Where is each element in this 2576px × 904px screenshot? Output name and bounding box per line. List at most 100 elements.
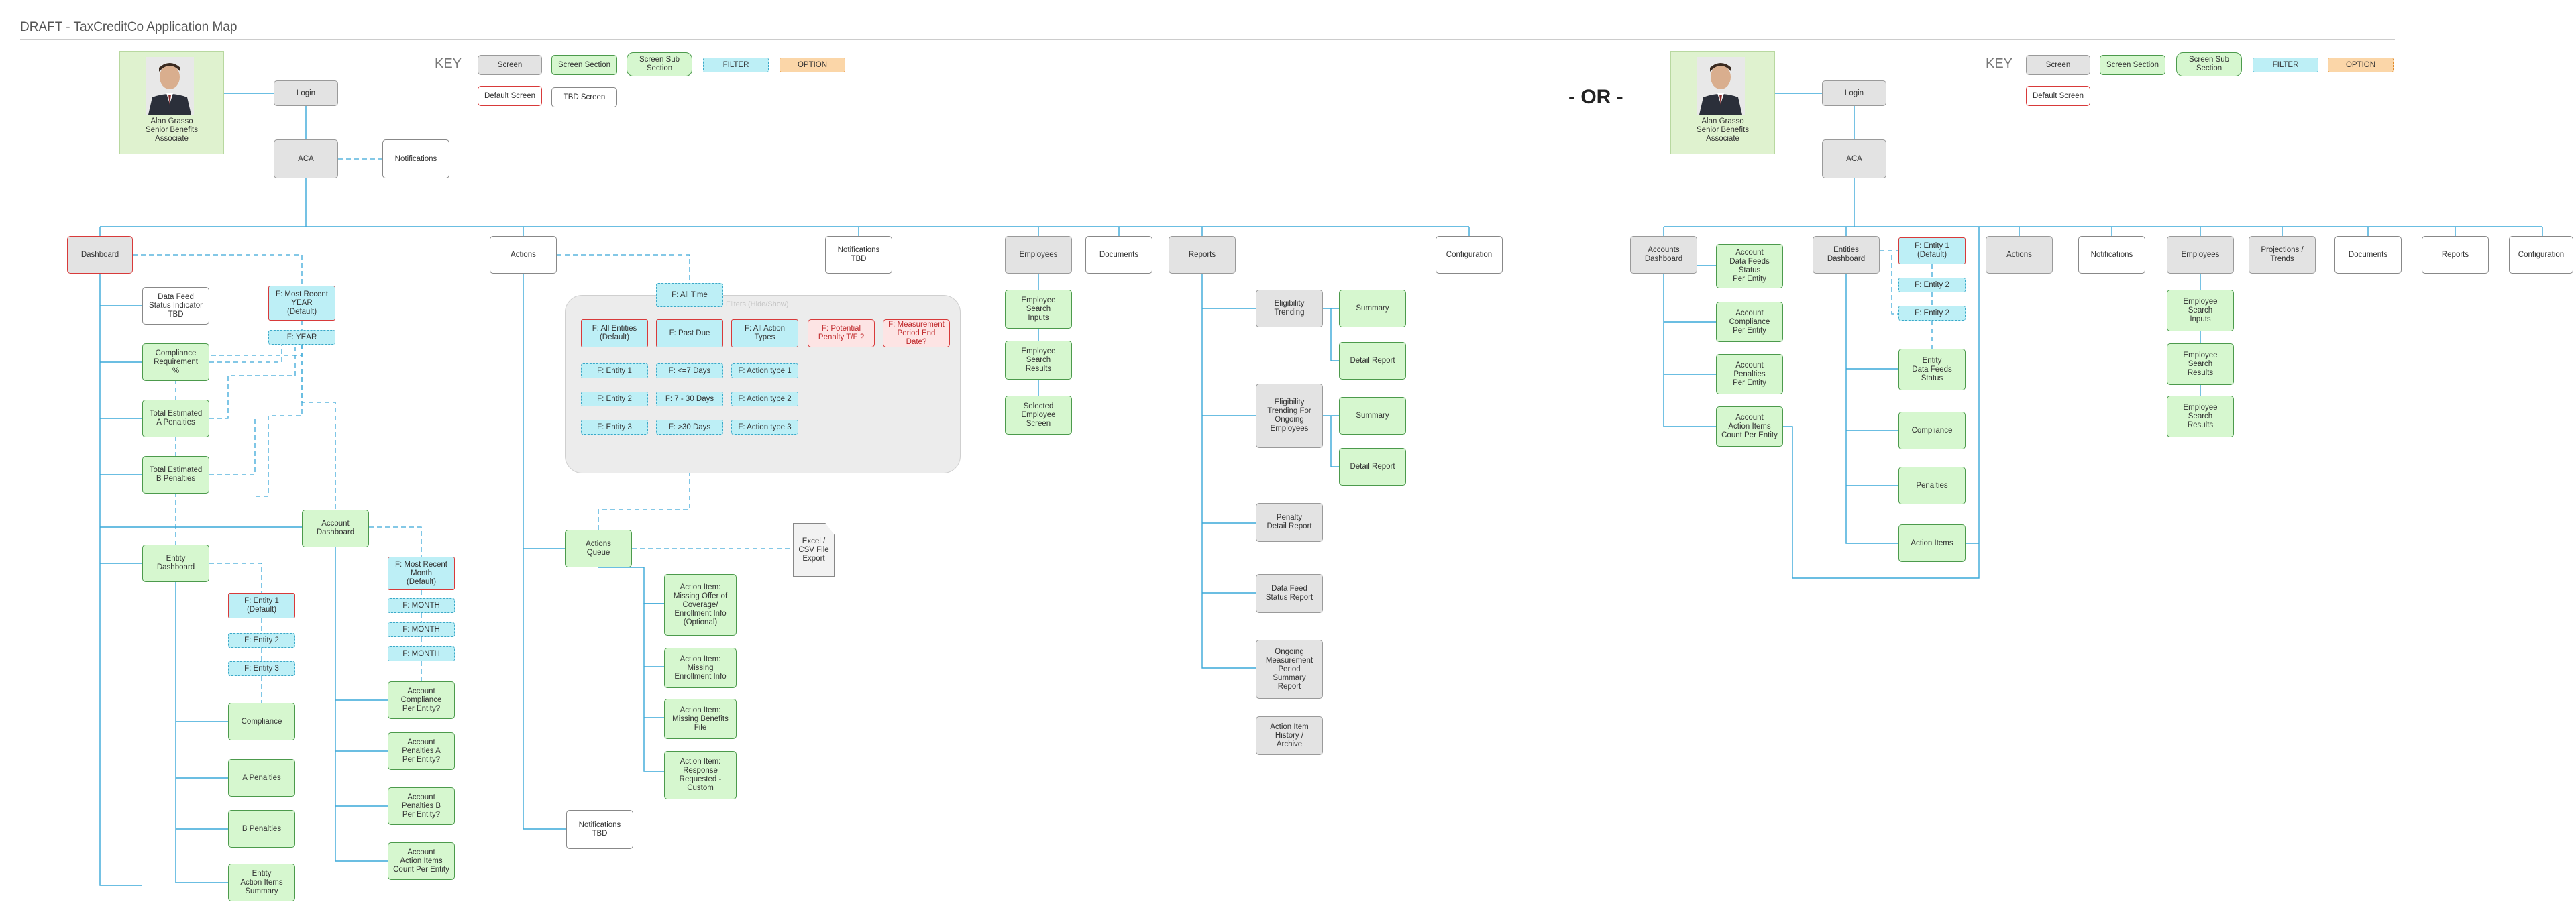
employee-search-inputs-alt[interactable]: Employee Search Inputs <box>2167 290 2234 331</box>
account-penalties-a-per-entity[interactable]: Account Penalties A Per Entity? <box>388 732 455 770</box>
filter-7-30-days[interactable]: F: 7 - 30 Days <box>656 392 723 406</box>
entity-action-items-summary[interactable]: Entity Action Items Summary <box>228 864 295 901</box>
eligibility-summary[interactable]: Summary <box>1339 290 1406 327</box>
filter-all-entities[interactable]: F: All Entities (Default) <box>581 319 648 347</box>
filter-past-due[interactable]: F: Past Due <box>656 319 723 347</box>
filter-most-recent-year[interactable]: F: Most Recent YEAR (Default) <box>268 286 335 321</box>
entity-b-penalties-section[interactable]: B Penalties <box>228 810 295 848</box>
account-compliance-per-entity[interactable]: Account Compliance Per Entity? <box>388 681 455 719</box>
filter-action-type-2[interactable]: F: Action type 2 <box>731 392 798 406</box>
documents-screen-alt[interactable]: Documents <box>2334 236 2402 274</box>
notifications-screen-alt[interactable]: Notifications <box>2078 236 2145 274</box>
filter-lte-7-days[interactable]: F: <=7 Days <box>656 363 723 378</box>
aca-screen-alt[interactable]: ACA <box>1822 139 1886 178</box>
employee-search-inputs[interactable]: Employee Search Inputs <box>1005 290 1072 329</box>
connector-line <box>1201 274 1256 669</box>
entity-a-penalties-section[interactable]: A Penalties <box>228 759 295 797</box>
account-data-feeds-status[interactable]: Account Data Feeds Status Per Entity <box>1716 244 1783 288</box>
filter-all-time[interactable]: F: All Time <box>656 283 723 307</box>
entity-compliance-section[interactable]: Compliance <box>228 703 295 740</box>
filter-year[interactable]: F: YEAR <box>268 330 335 345</box>
title-divider <box>20 39 2395 40</box>
ongoing-summary[interactable]: Summary <box>1339 397 1406 435</box>
employees-screen-alt[interactable]: Employees <box>2167 236 2234 274</box>
filter-measurement-period[interactable]: F: Measurement Period End Date? <box>883 319 950 347</box>
action-item-missing-offer[interactable]: Action Item: Missing Offer of Coverage/ … <box>664 574 737 636</box>
entities-dashboard-screen[interactable]: Entities Dashboard <box>1813 236 1880 274</box>
data-feed-status-report[interactable]: Data Feed Status Report <box>1256 574 1323 613</box>
action-item-missing-enrollment[interactable]: Action Item: Missing Enrollment Info <box>664 648 737 688</box>
actions-screen-alt[interactable]: Actions <box>1986 236 2053 274</box>
filter-month-3[interactable]: F: MONTH <box>388 646 455 661</box>
configuration-screen-alt[interactable]: Configuration <box>2509 236 2573 274</box>
compliance-requirement-section[interactable]: Compliance Requirement % <box>142 343 209 381</box>
accounts-dashboard-screen[interactable]: Accounts Dashboard <box>1630 236 1697 274</box>
action-item-history-archive[interactable]: Action Item History / Archive <box>1256 716 1323 755</box>
action-item-response-requested[interactable]: Action Item: Response Requested - Custom <box>664 751 737 799</box>
configuration-screen[interactable]: Configuration <box>1436 236 1503 274</box>
connector-line <box>133 254 303 286</box>
filter-action-entity-3[interactable]: F: Entity 3 <box>581 420 648 435</box>
filter-action-type-1[interactable]: F: Action type 1 <box>731 363 798 378</box>
filter-action-entity-2[interactable]: F: Entity 2 <box>581 392 648 406</box>
eligibility-detail-report[interactable]: Detail Report <box>1339 342 1406 380</box>
penalty-detail-report[interactable]: Penalty Detail Report <box>1256 503 1323 542</box>
filter-entity-1-alt[interactable]: F: Entity 1 (Default) <box>1898 237 1966 264</box>
projections-trends-screen[interactable]: Projections / Trends <box>2249 236 2316 274</box>
filter-entity-2b-alt[interactable]: F: Entity 2 <box>1898 306 1966 321</box>
dashboard-screen[interactable]: Dashboard <box>67 236 133 274</box>
account-penalties-b-per-entity[interactable]: Account Penalties B Per Entity? <box>388 787 455 825</box>
notifications-tbd-screen[interactable]: Notifications TBD <box>825 236 892 274</box>
aca-screen[interactable]: ACA <box>274 139 338 178</box>
eligibility-trending-screen[interactable]: Eligibility Trending <box>1256 290 1323 327</box>
actions-queue-section[interactable]: Actions Queue <box>565 530 632 567</box>
notifications-tbd-bottom[interactable]: Notifications TBD <box>566 810 633 849</box>
eligibility-ongoing-screen[interactable]: Eligibility Trending For Ongoing Employe… <box>1256 384 1323 448</box>
reports-screen-alt[interactable]: Reports <box>2422 236 2489 274</box>
account-action-items-count[interactable]: Account Action Items Count Per Entity <box>388 842 455 880</box>
total-a-penalties-section[interactable]: Total Estimated A Penalties <box>142 400 209 437</box>
employees-screen[interactable]: Employees <box>1005 236 1072 274</box>
login-screen-alt[interactable]: Login <box>1822 80 1886 106</box>
employee-search-results-alt[interactable]: Employee Search Results <box>2167 343 2234 385</box>
notifications-screen[interactable]: Notifications <box>382 139 449 178</box>
filter-action-entity-1[interactable]: F: Entity 1 <box>581 363 648 378</box>
filter-action-type-3[interactable]: F: Action type 3 <box>731 420 798 435</box>
filter-entity-2-alt[interactable]: F: Entity 2 <box>1898 278 1966 292</box>
filter-month-1[interactable]: F: MONTH <box>388 598 455 613</box>
filter-entity-2[interactable]: F: Entity 2 <box>228 633 295 648</box>
action-item-missing-benefits[interactable]: Action Item: Missing Benefits File <box>664 699 737 739</box>
documents-screen[interactable]: Documents <box>1085 236 1152 274</box>
ongoing-measurement-report[interactable]: Ongoing Measurement Period Summary Repor… <box>1256 640 1323 699</box>
filter-potential-penalty[interactable]: F: Potential Penalty T/F ? <box>808 319 875 347</box>
account-action-items-count-alt[interactable]: Account Action Items Count Per Entity <box>1716 406 1783 447</box>
login-screen[interactable]: Login <box>274 80 338 106</box>
total-b-penalties-section[interactable]: Total Estimated B Penalties <box>142 456 209 494</box>
key-screen-alt: Screen <box>2026 55 2090 75</box>
key-option: OPTION <box>780 58 845 72</box>
entity-data-feeds-status[interactable]: Entity Data Feeds Status <box>1898 349 1966 390</box>
filter-most-recent-month[interactable]: F: Most Recent Month (Default) <box>388 557 455 590</box>
key-screen-sub-section-alt: Screen Sub Section <box>2176 52 2242 76</box>
penalties-section[interactable]: Penalties <box>1898 467 1966 504</box>
filter-entity-1[interactable]: F: Entity 1 (Default) <box>228 593 295 618</box>
ongoing-detail-report[interactable]: Detail Report <box>1339 448 1406 486</box>
csv-export-document[interactable]: Excel / CSV File Export <box>793 523 835 577</box>
action-items-section[interactable]: Action Items <box>1898 524 1966 562</box>
actions-screen[interactable]: Actions <box>490 236 557 274</box>
filter-entity-3[interactable]: F: Entity 3 <box>228 661 295 676</box>
reports-screen[interactable]: Reports <box>1169 236 1236 274</box>
account-penalties-per-entity[interactable]: Account Penalties Per Entity <box>1716 354 1783 394</box>
employee-search-results-2-alt[interactable]: Employee Search Results <box>2167 396 2234 437</box>
filter-month-2[interactable]: F: MONTH <box>388 622 455 637</box>
employee-search-results[interactable]: Employee Search Results <box>1005 341 1072 380</box>
data-feed-status-indicator[interactable]: Data Feed Status Indicator TBD <box>142 287 209 325</box>
account-compliance-per-entity-alt[interactable]: Account Compliance Per Entity <box>1716 302 1783 342</box>
compliance-section-alt[interactable]: Compliance <box>1898 412 1966 449</box>
filter-gt-30-days[interactable]: F: >30 Days <box>656 420 723 435</box>
account-dashboard-section[interactable]: Account Dashboard <box>302 510 369 547</box>
profile-name: Alan Grasso <box>150 117 193 125</box>
entity-dashboard-section[interactable]: Entity Dashboard <box>142 545 209 582</box>
selected-employee-screen[interactable]: Selected Employee Screen <box>1005 396 1072 435</box>
filter-all-action-types[interactable]: F: All Action Types <box>731 319 798 347</box>
